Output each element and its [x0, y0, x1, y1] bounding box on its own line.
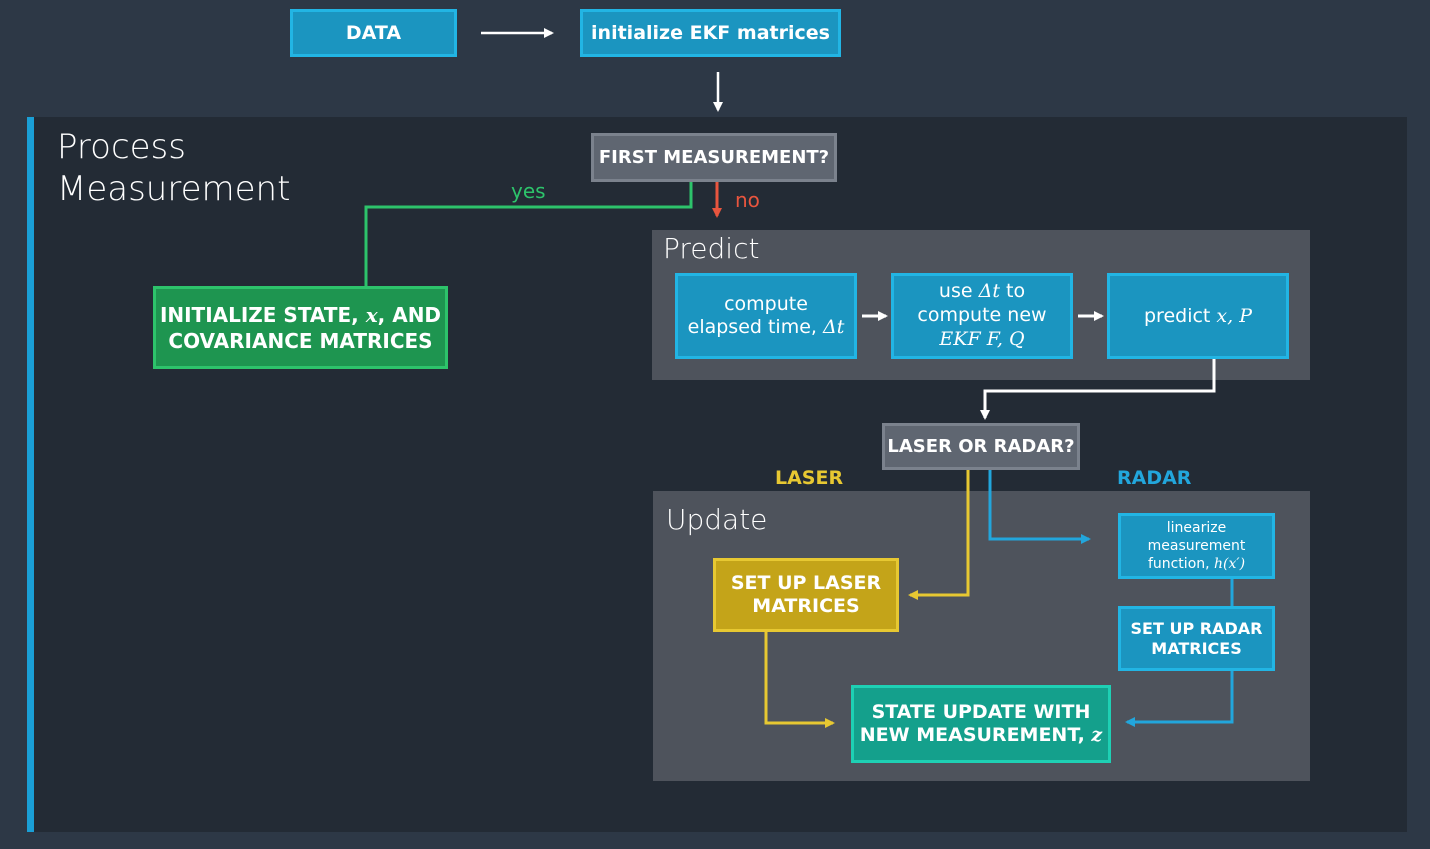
compute-elapsed-box: compute elapsed time, Δt [675, 273, 857, 359]
first-measurement-box: FIRST MEASUREMENT? [591, 133, 837, 182]
radar-label: RADAR [1117, 467, 1192, 489]
panel-accent-bar [27, 117, 34, 832]
state-update-line2: NEW MEASUREMENT, z [859, 724, 1103, 746]
laser-to-state-path [764, 632, 835, 728]
initialize-state-line2: COVARIANCE MATRICES [168, 328, 433, 353]
process-title-line1: Process [57, 127, 186, 167]
use-dt-line2: compute new [917, 304, 1047, 327]
use-dt-box: use Δt to compute new EKF F, Q [891, 273, 1073, 359]
predict-xp-text: predict x, P [1143, 304, 1252, 327]
process-title-line2: Measurement [57, 169, 291, 209]
radar-path [988, 470, 1091, 544]
setup-radar-box: SET UP RADAR MATRICES [1118, 606, 1275, 671]
laser-path [908, 470, 970, 600]
arrow-predict-to-sensor [980, 358, 1216, 420]
predict-xp-box: predict x, P [1107, 273, 1289, 359]
data-box-label: DATA [345, 21, 402, 44]
linearize-line3: function, h(x′) [1147, 556, 1246, 573]
linearize-line1: linearize [1166, 519, 1227, 536]
data-box: DATA [290, 9, 457, 57]
no-label: no [735, 188, 760, 212]
init-ekf-label: initialize EKF matrices [591, 21, 830, 44]
laser-or-radar-label: LASER OR RADAR? [887, 435, 1075, 457]
yes-label: yes [511, 179, 546, 203]
setup-laser-line2: MATRICES [752, 595, 860, 617]
setup-radar-line1: SET UP RADAR [1130, 619, 1263, 639]
linearize-box: linearize measurement function, h(x′) [1118, 513, 1275, 579]
setup-radar-line2: MATRICES [1151, 638, 1242, 658]
use-dt-line3: EKF F, Q [939, 327, 1025, 350]
yes-path [364, 182, 693, 287]
initialize-state-line1: INITIALIZE STATE, x, AND [159, 302, 442, 327]
compute-line1: compute [724, 293, 808, 316]
first-measurement-label: FIRST MEASUREMENT? [598, 146, 830, 168]
linearize-line2: measurement [1147, 537, 1246, 554]
init-ekf-box: initialize EKF matrices [580, 9, 841, 57]
radar-to-state-path [1125, 671, 1234, 727]
setup-laser-line1: SET UP LASER [730, 572, 882, 595]
use-dt-line1: use Δt to [938, 280, 1026, 303]
compute-line2: elapsed time, Δt [687, 316, 845, 338]
process-measurement-title: Process Measurement [57, 126, 290, 210]
setup-laser-box: SET UP LASER MATRICES [713, 558, 899, 632]
predict-title: Predict [663, 232, 760, 265]
state-update-box: STATE UPDATE WITH NEW MEASUREMENT, z [851, 685, 1111, 763]
initialize-state-box: INITIALIZE STATE, x, AND COVARIANCE MATR… [153, 286, 448, 369]
state-update-line1: STATE UPDATE WITH [871, 701, 1091, 724]
update-title: Update [666, 503, 768, 536]
laser-label: LASER [775, 467, 844, 489]
laser-or-radar-box: LASER OR RADAR? [882, 423, 1080, 470]
